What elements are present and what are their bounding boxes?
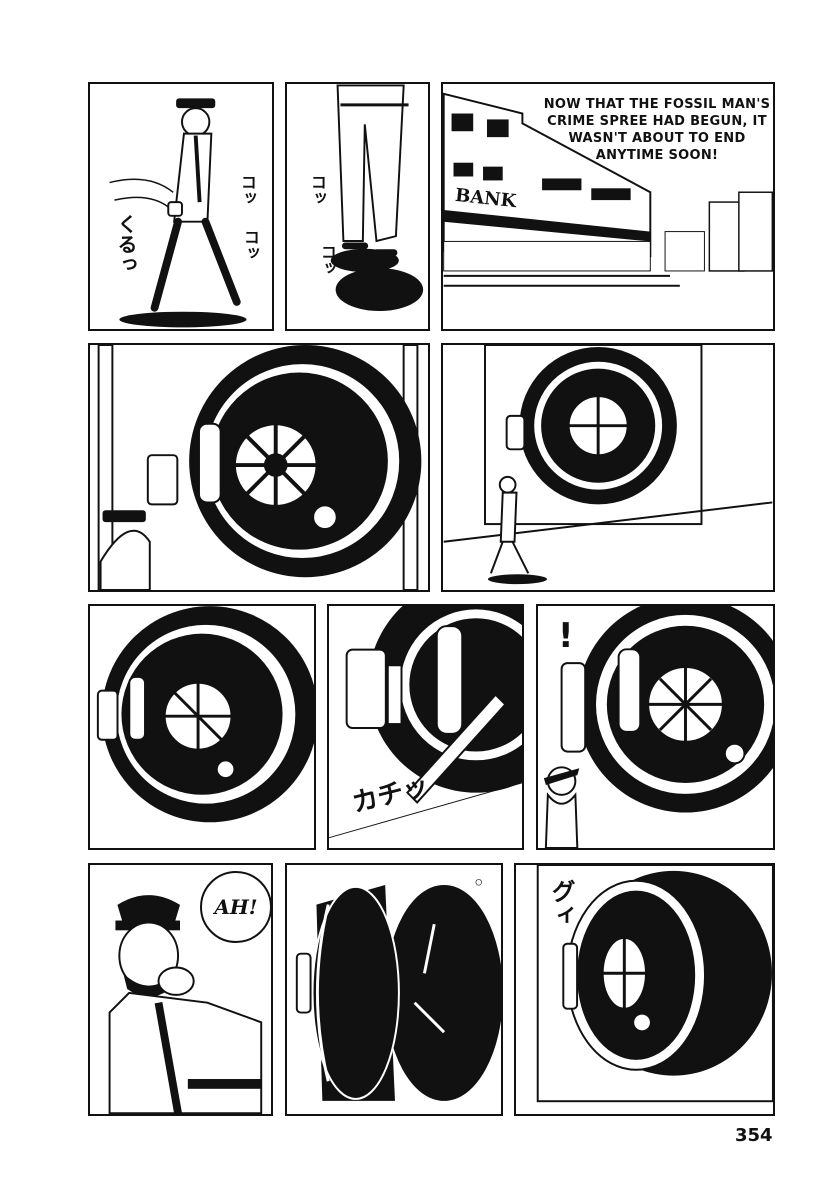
page-number: 354 xyxy=(735,1125,773,1146)
speech-text: AH! xyxy=(214,895,258,919)
panel-guard-at-vault xyxy=(441,343,775,592)
panel-vault-closeup xyxy=(88,343,430,592)
sfx-footstep-3: コッ xyxy=(308,174,327,206)
vault-door-icon xyxy=(96,606,314,823)
vault-door-icon xyxy=(97,345,422,590)
vault-door-icon xyxy=(295,884,501,1101)
guard-figure-icon xyxy=(109,98,247,328)
vault-door-icon xyxy=(443,345,773,585)
sfx-turn: くるっ xyxy=(114,214,138,274)
sfx-footstep-1: コッ xyxy=(238,174,257,206)
panel-guard-legs: コッ コッ xyxy=(285,82,430,331)
vault-door-icon xyxy=(329,606,522,839)
sfx-footstep-4: コッ xyxy=(318,244,337,276)
vault-door-icon xyxy=(536,865,773,1103)
speech-bubble: AH! xyxy=(200,871,271,943)
panel-guard-surprised: AH! xyxy=(88,863,273,1116)
sfx-footstep-2: コッ xyxy=(241,229,260,261)
panel-vault-turn: ! xyxy=(536,604,775,850)
panel-vault-swing: グィ xyxy=(514,863,775,1116)
sfx-exclaim: ! xyxy=(558,616,574,656)
building-icon xyxy=(443,92,773,287)
sfx-pull: グィ xyxy=(547,879,575,927)
sfx-swing-mark: ◦ xyxy=(473,873,485,894)
panel-bank-exterior: BANK NOW THAT THE FOSSIL MAN'S CRIME SPR… xyxy=(441,82,775,331)
panel-vault-handle-click: カチッ xyxy=(327,604,524,850)
narration-caption: NOW THAT THE FOSSIL MAN'S CRIME SPREE HA… xyxy=(543,97,771,163)
panel-vault-dial xyxy=(88,604,316,850)
panel-guard-walking: コッ コッ くるっ xyxy=(88,82,274,331)
guard-figure-icon xyxy=(108,895,263,1114)
panel-vault-opening: ◦ xyxy=(285,863,503,1116)
vault-door-icon xyxy=(543,606,773,848)
